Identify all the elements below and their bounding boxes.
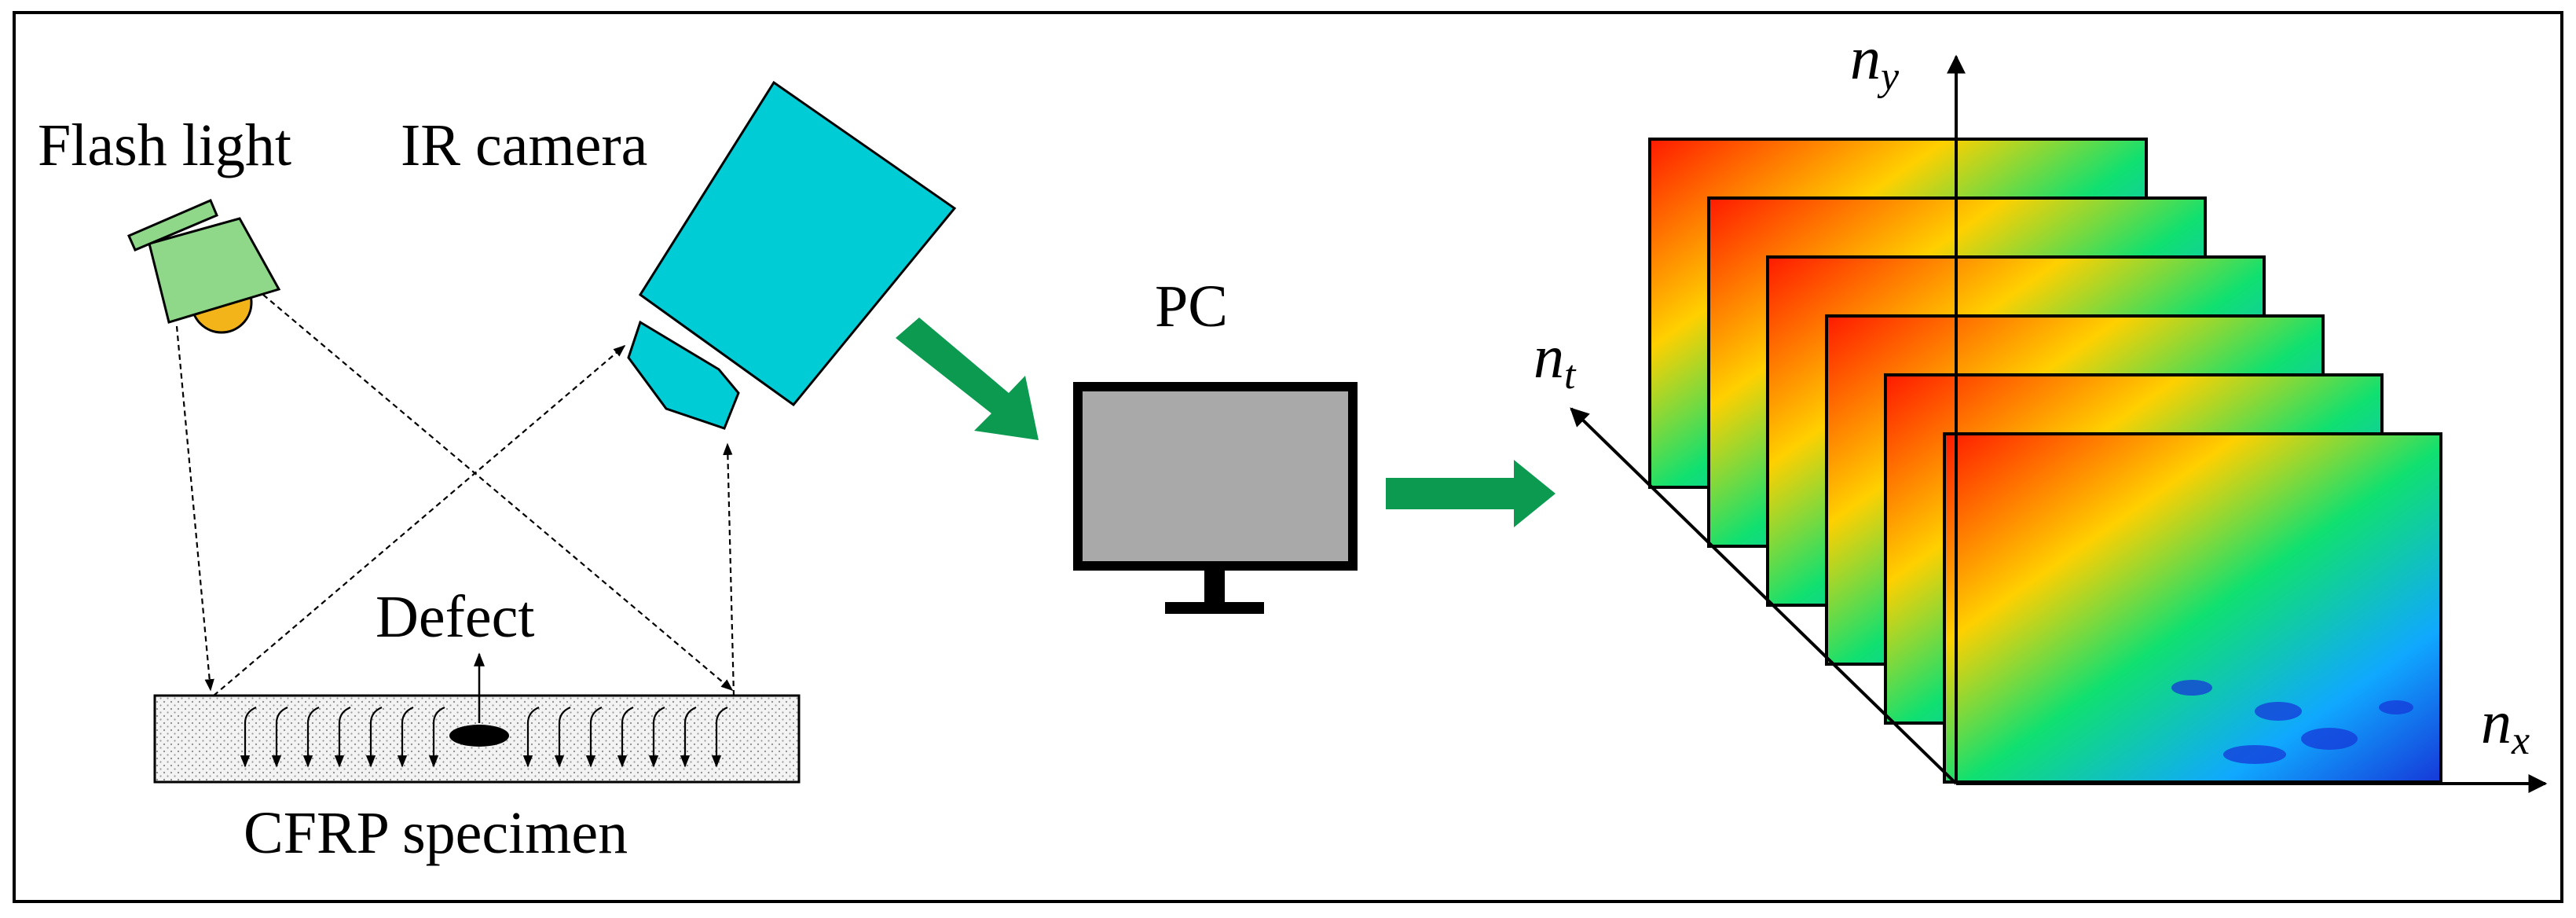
heat-flow-arrow	[680, 706, 697, 768]
light-paths	[175, 294, 735, 696]
heat-flow-arrow	[617, 706, 634, 768]
heat-flow-arrow	[271, 706, 288, 768]
heat-flow-arrow	[302, 706, 320, 768]
ir-camera-label: IR camera	[401, 112, 647, 178]
cold-spot	[2301, 728, 2358, 750]
cfrp-specimen	[153, 652, 801, 784]
heat-flow-arrow	[334, 706, 351, 768]
heat-flow-arrow	[711, 706, 728, 768]
cold-spot	[2379, 700, 2413, 714]
heat-flow-arrows	[240, 706, 728, 768]
axis-nt	[1570, 407, 1958, 785]
axis-label-y: ny	[1850, 24, 1900, 99]
axis-label-t: nt	[1534, 322, 1577, 398]
heat-flow-arrow	[428, 706, 445, 768]
data-axes	[1570, 54, 2548, 793]
heat-flow-arrow	[397, 706, 414, 768]
heat-flow-arrow	[365, 706, 383, 768]
heat-flow-arrow	[585, 706, 603, 768]
thermal-frame	[1943, 432, 2442, 784]
outer-frame	[13, 11, 2563, 903]
thermal-frame-stack	[1648, 138, 2442, 784]
flash-light-icon	[127, 199, 281, 334]
defect-marker	[449, 725, 509, 747]
specimen-label: CFRP specimen	[244, 800, 628, 866]
axis-label-x: nx	[2481, 688, 2530, 763]
heat-flow-arrow	[554, 706, 571, 768]
heat-flow-arrow	[240, 706, 257, 768]
pc-monitor-icon	[1073, 382, 1358, 614]
pc-label: PC	[1155, 274, 1228, 340]
defect-label: Defect	[376, 584, 535, 650]
ir-camera-icon	[627, 80, 957, 430]
cold-spot	[2255, 702, 2302, 721]
flow-arrows	[896, 318, 1555, 527]
heat-flow-arrow	[522, 706, 540, 768]
heat-flow-arrow	[648, 706, 665, 768]
flash-light-label: Flash light	[38, 112, 291, 178]
cold-spot	[2223, 745, 2286, 764]
cold-spot	[2171, 680, 2212, 696]
